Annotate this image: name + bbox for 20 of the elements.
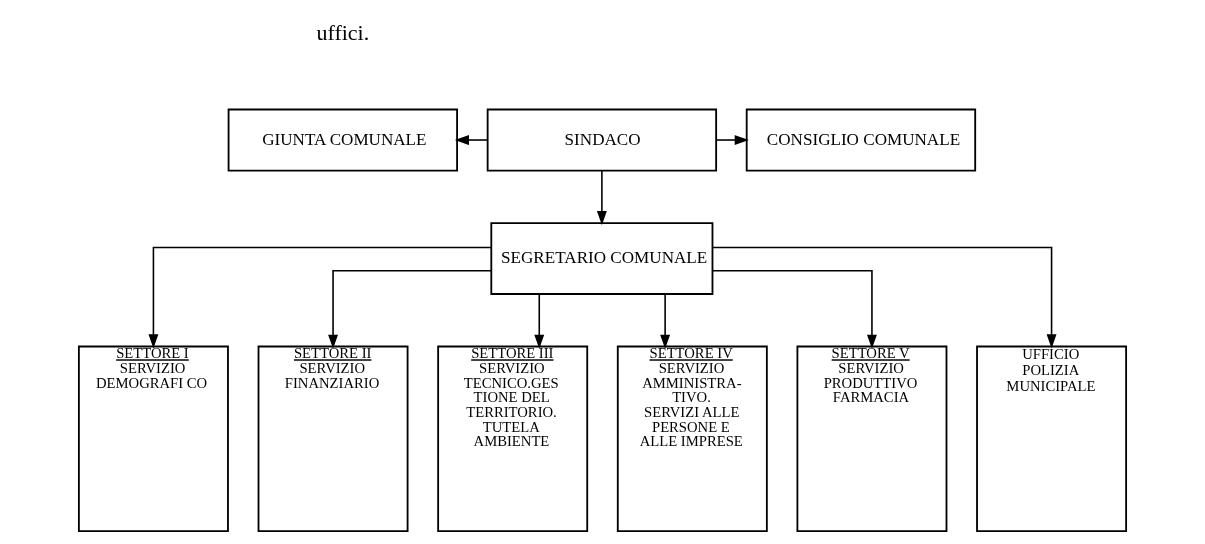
node-box: SINDACO: [486, 108, 718, 172]
node-box: SETTORE IV SERVIZIO AMMINISTRA- TIVO. SERVIZI ALLE PERSONE E ALLE IMPRESE: [616, 345, 768, 532]
node-box: SETTORE II SERVIZIO FINANZIARIO: [257, 345, 409, 532]
label: uffici.: [316, 20, 370, 46]
arrow: [660, 293, 671, 349]
node-box: SEGRETARIO COMUNALE: [490, 222, 714, 295]
node-box: CONSIGLIO COMUNALE: [745, 108, 977, 172]
arrow: [328, 270, 492, 349]
arrow: [711, 270, 877, 349]
node-box: SETTORE V SERVIZIO PRODUTTIVO FARMACIA: [796, 345, 948, 532]
arrow: [712, 246, 1057, 349]
arrow: [596, 170, 607, 226]
node-box: SETTORE III SERVIZIO TECNICO.GES TIONE DEL TERRITORIO. TUTELA AMBIENTE: [437, 345, 589, 532]
node-box: GIUNTA COMUNALE: [227, 108, 458, 172]
arrow: [148, 246, 492, 349]
arrow: [715, 135, 749, 145]
node-box: SETTORE I SERVIZIO DEMOGRAFI CO: [77, 345, 229, 532]
arrow: [454, 135, 489, 145]
arrow: [534, 293, 545, 349]
node-box: UFFICIO POLIZIA MUNICIPALE: [976, 345, 1128, 532]
